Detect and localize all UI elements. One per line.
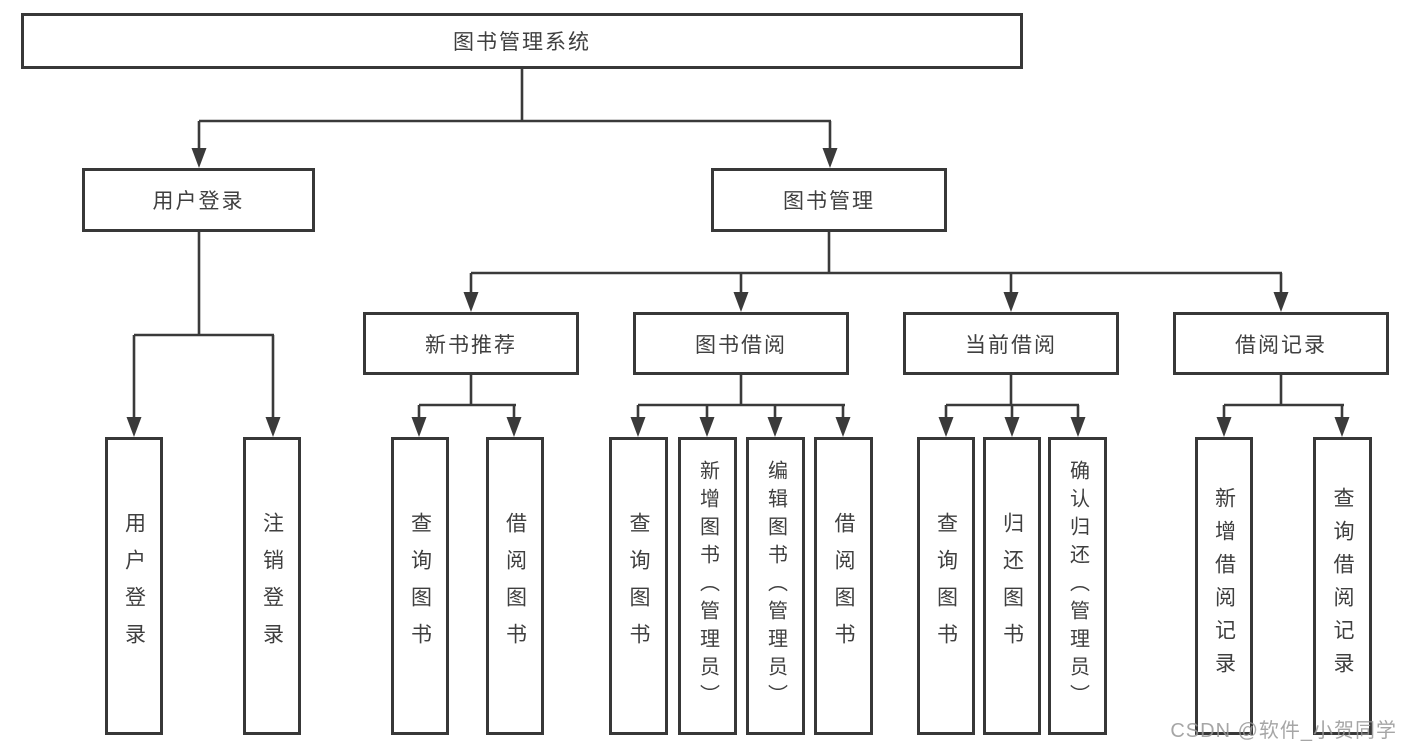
leaf-borrow-borrow-book: 借阅图书 — [814, 437, 873, 735]
node-borrow-records-label: 借阅记录 — [1235, 333, 1327, 357]
leaf-recommend-borrow-book: 借阅图书 — [486, 437, 544, 735]
node-book-borrow: 图书借阅 — [633, 312, 849, 375]
leaf-recommend-borrow-book-label: 借阅图书 — [503, 512, 527, 660]
leaf-borrow-edit-book-admin: 编辑图书（管理员） — [746, 437, 805, 735]
node-user-login-label: 用户登录 — [152, 190, 245, 213]
leaf-borrow-query-book-label: 查询图书 — [627, 512, 650, 660]
node-book-management: 图书管理 — [711, 168, 947, 232]
leaf-current-query-book-label: 查询图书 — [934, 512, 958, 660]
node-new-book-recommend-label: 新书推荐 — [425, 333, 517, 357]
leaf-current-return-book-label: 归还图书 — [1000, 512, 1024, 660]
node-book-borrow-label: 图书借阅 — [695, 333, 787, 357]
node-new-book-recommend: 新书推荐 — [363, 312, 579, 375]
node-user-login: 用户登录 — [82, 168, 315, 232]
leaf-current-return-book: 归还图书 — [983, 437, 1041, 735]
leaf-records-query-record: 查询借阅记录 — [1313, 437, 1372, 735]
node-system-root: 图书管理系统 — [21, 13, 1023, 69]
leaf-borrow-query-book: 查询图书 — [609, 437, 668, 735]
node-current-borrow: 当前借阅 — [903, 312, 1119, 375]
leaf-borrow-edit-book-admin-label: 编辑图书（管理员） — [764, 460, 787, 712]
csdn-watermark: CSDN @软件_小贺同学 — [1170, 720, 1397, 742]
leaf-logout: 注销登录 — [243, 437, 301, 735]
leaf-user-login: 用户登录 — [105, 437, 163, 735]
leaf-borrow-add-book-admin: 新增图书（管理员） — [678, 437, 737, 735]
node-current-borrow-label: 当前借阅 — [965, 333, 1057, 357]
leaf-current-confirm-return-admin: 确认归还（管理员） — [1048, 437, 1107, 735]
leaf-records-add-record-label: 新增借阅记录 — [1212, 487, 1236, 685]
leaf-logout-label: 注销登录 — [260, 512, 284, 660]
node-borrow-records: 借阅记录 — [1173, 312, 1389, 375]
leaf-user-login-label: 用户登录 — [122, 512, 146, 660]
leaf-records-query-record-label: 查询借阅记录 — [1331, 487, 1354, 685]
leaf-recommend-query-book: 查询图书 — [391, 437, 449, 735]
leaf-records-add-record: 新增借阅记录 — [1195, 437, 1253, 735]
node-system-root-label: 图书管理系统 — [453, 31, 591, 54]
leaf-borrow-add-book-admin-label: 新增图书（管理员） — [696, 460, 719, 712]
leaf-current-query-book: 查询图书 — [917, 437, 975, 735]
leaf-recommend-query-book-label: 查询图书 — [408, 512, 432, 660]
leaf-borrow-borrow-book-label: 借阅图书 — [832, 512, 855, 660]
leaf-current-confirm-return-admin-label: 确认归还（管理员） — [1066, 460, 1089, 712]
node-book-management-label: 图书管理 — [783, 190, 875, 213]
